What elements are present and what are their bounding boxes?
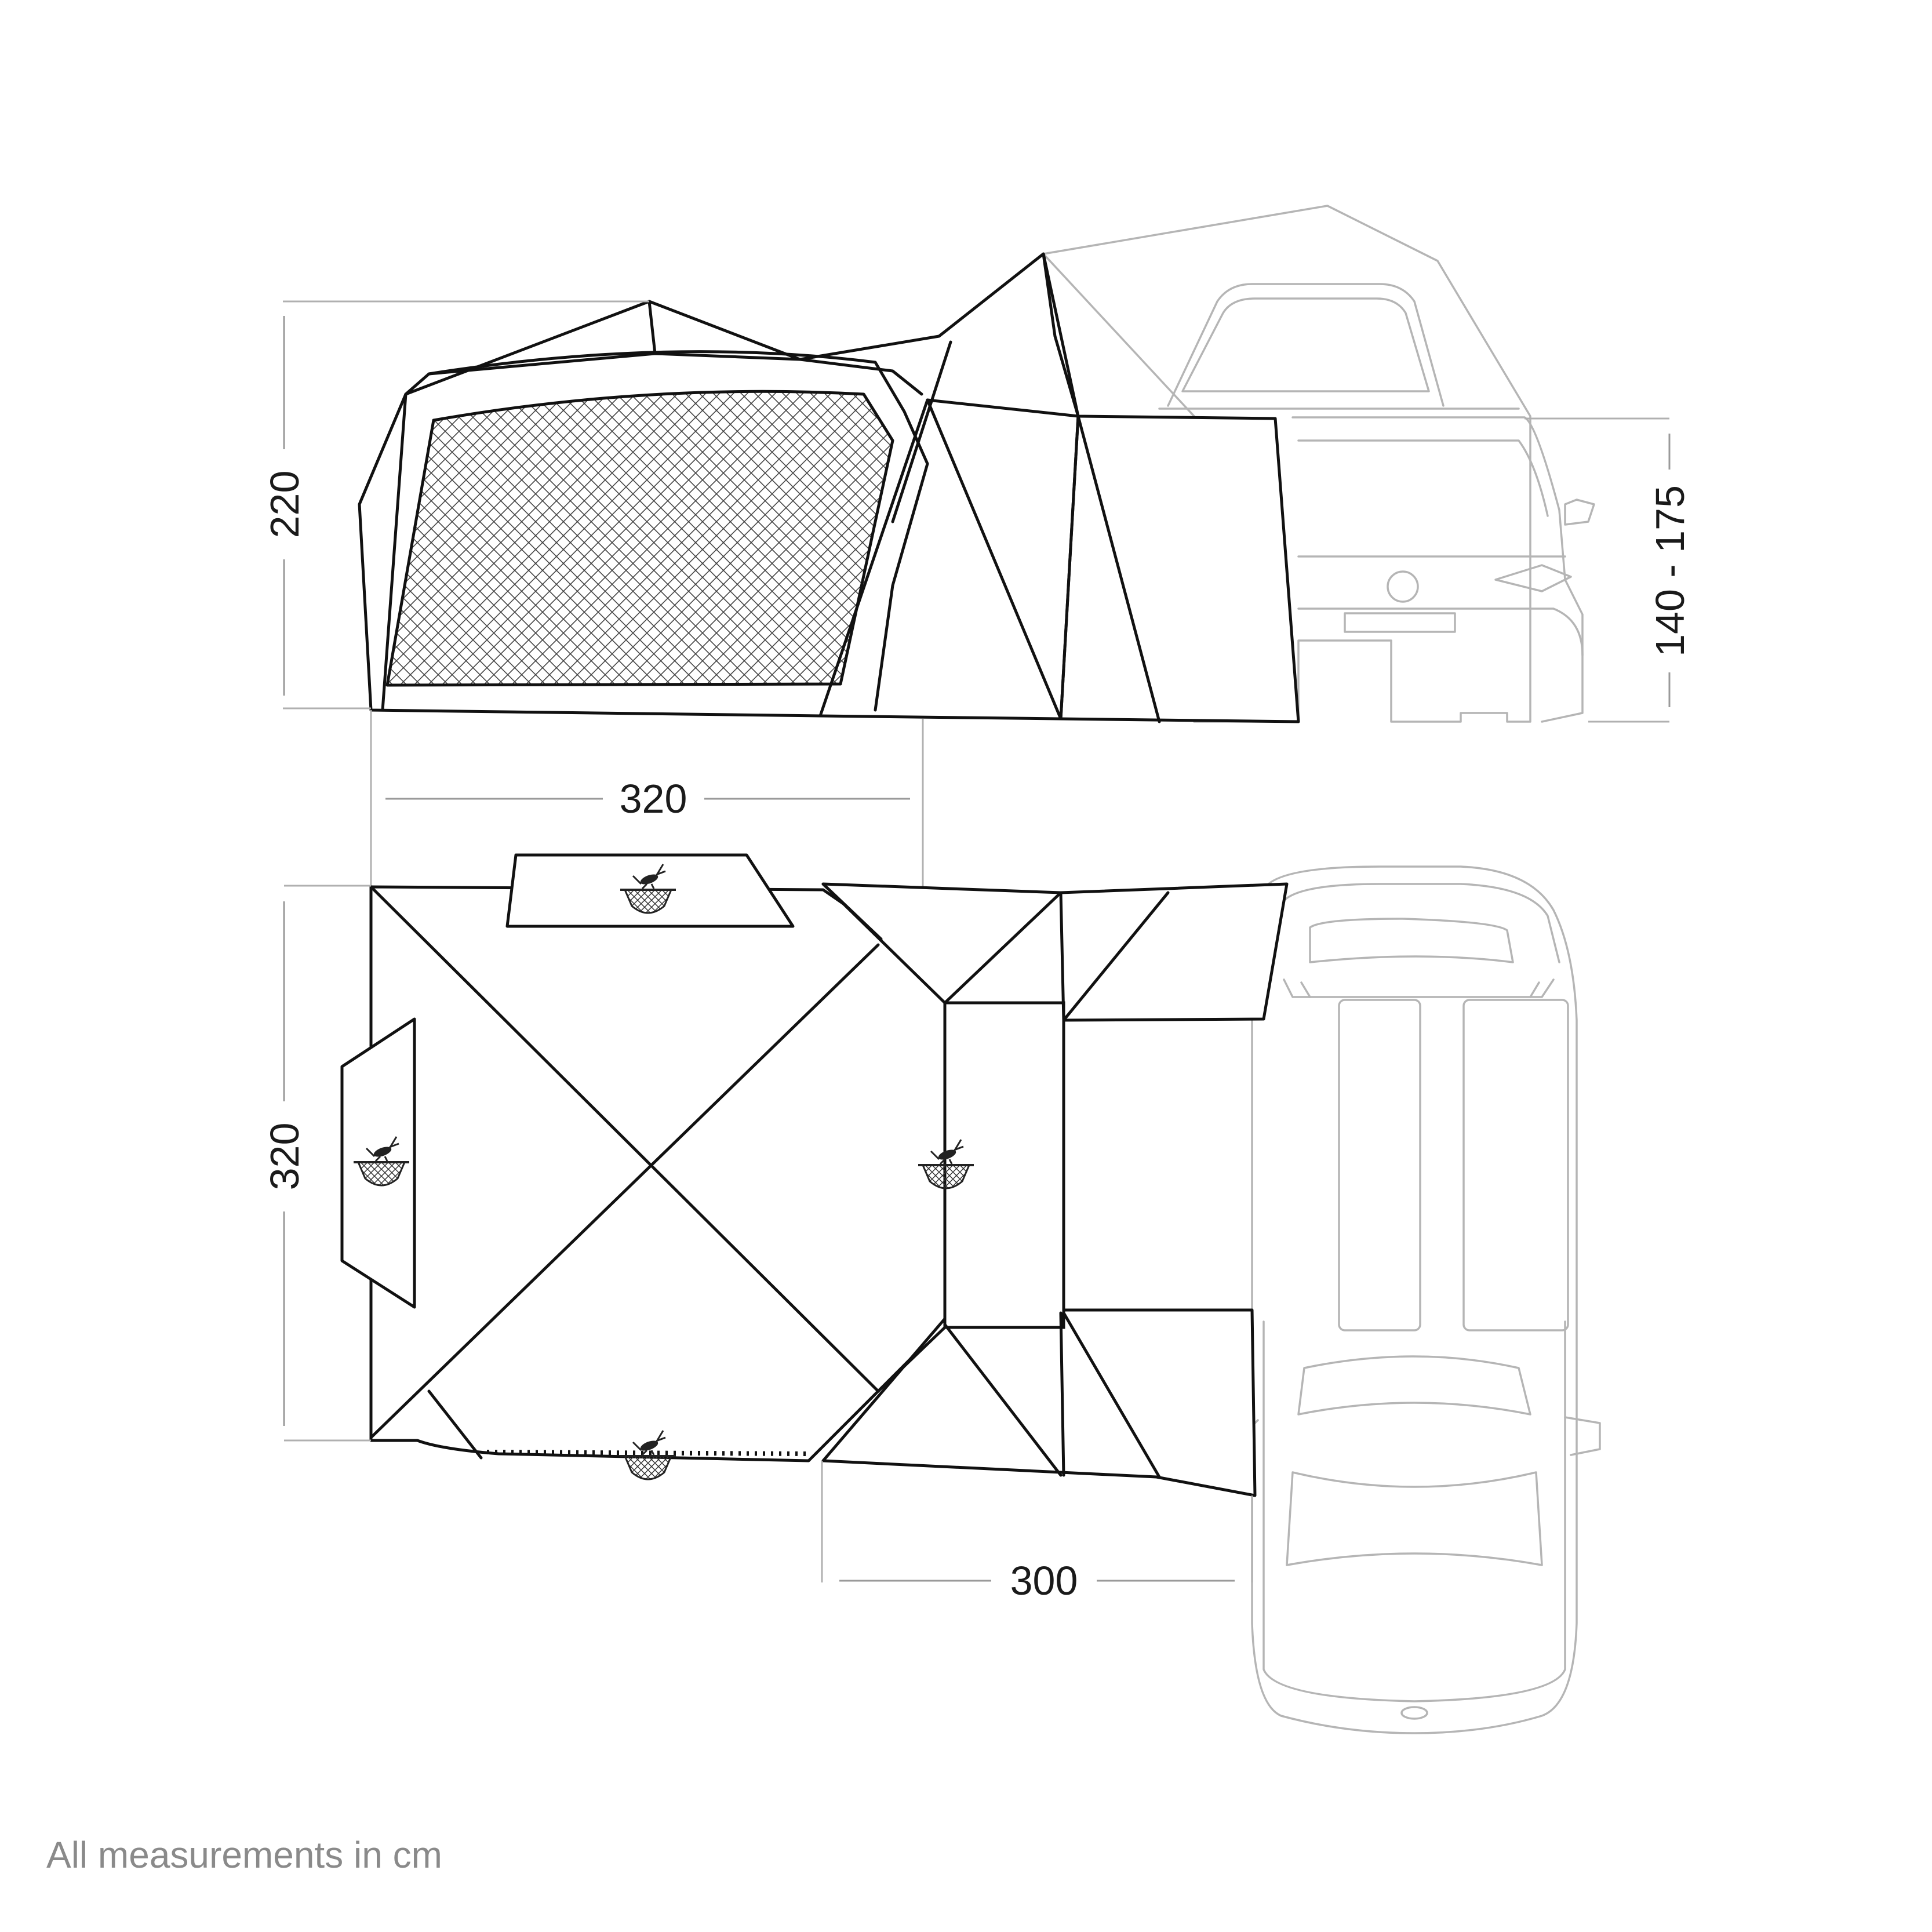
plan-width-dimension: 300 <box>821 1461 1253 1603</box>
plan-depth-label: 320 <box>262 1123 307 1191</box>
plan-width-label: 300 <box>1010 1558 1078 1603</box>
side-view-vehicle <box>1042 205 1595 723</box>
measurement-units-note: All measurements in cm <box>46 1834 442 1876</box>
side-length-dimension: 320 <box>370 710 924 887</box>
side-length-label: 320 <box>620 776 687 821</box>
side-height-label: 220 <box>262 471 307 539</box>
plan-view-vehicle <box>1245 865 1601 1734</box>
plan-view-tent <box>340 853 1289 1497</box>
side-height-dimension: 220 <box>262 300 649 710</box>
plan-depth-dimension: 320 <box>262 885 371 1442</box>
vehicle-height-dimension: 140 - 175 <box>1525 417 1693 723</box>
side-view-tent <box>358 252 1300 723</box>
vehicle-height-label: 140 - 175 <box>1647 485 1693 657</box>
